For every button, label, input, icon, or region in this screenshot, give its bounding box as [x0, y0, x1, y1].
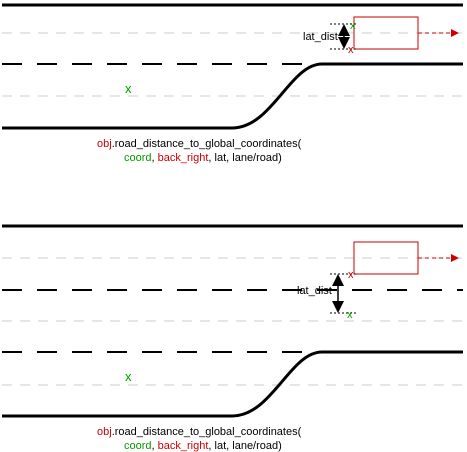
lat-dist-label: lat_dist: [297, 285, 332, 297]
code-args: , lat, lane/road): [208, 152, 281, 164]
road-bottom-edge-merge: [2, 62, 463, 130]
lat-dist-label: lat_dist: [303, 31, 338, 43]
code-line-1: obj.road_distance_to_global_coordinates(: [97, 426, 302, 438]
coord-marker: x: [125, 81, 132, 96]
back-right-marker: x: [348, 44, 354, 56]
code-obj: obj: [97, 138, 112, 150]
green-lateral-marker: x: [350, 20, 356, 32]
code-obj: obj: [97, 426, 112, 438]
code-line-2: coord, back_right, lat, lane/road): [124, 152, 282, 164]
code-back-right: back_right: [158, 152, 209, 164]
code-func: .road_distance_to_global_coordinates(: [112, 138, 302, 150]
code-args: , lat, lane/road): [208, 440, 281, 452]
road-bottom-edge-merge: [2, 350, 463, 418]
code-sep: ,: [152, 152, 158, 164]
back-right-marker: x: [348, 269, 354, 281]
green-lateral-marker: x: [347, 309, 353, 321]
code-back-right: back_right: [158, 440, 209, 452]
code-sep: ,: [152, 440, 158, 452]
code-line-1: obj.road_distance_to_global_coordinates(: [97, 138, 302, 150]
panel-bottom: lat_dist x x x obj.road_distance_to_glob…: [2, 224, 463, 452]
panel-top: lat_dist x x x obj.road_distance_to_glob…: [2, 3, 463, 164]
code-func: .road_distance_to_global_coordinates(: [112, 426, 302, 438]
code-coord: coord: [124, 152, 152, 164]
code-coord: coord: [124, 440, 152, 452]
coord-marker: x: [125, 369, 132, 384]
code-line-2: coord, back_right, lat, lane/road): [124, 440, 282, 452]
